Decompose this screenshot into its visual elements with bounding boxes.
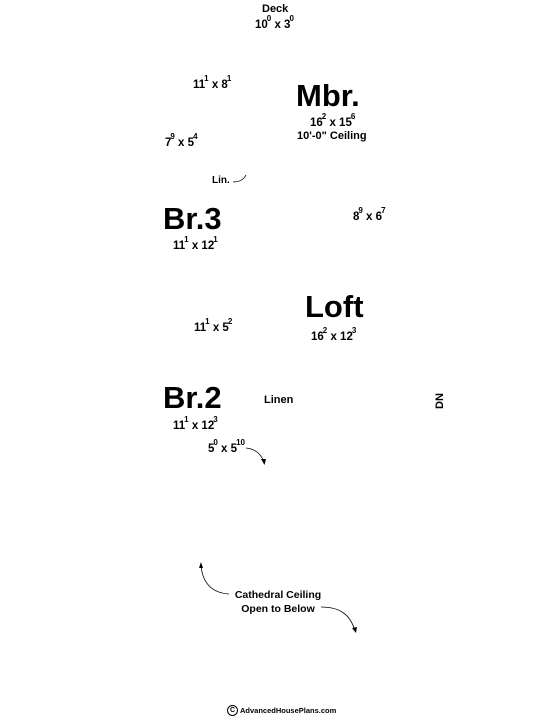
hall-small-width-in: 1 (205, 316, 210, 326)
hall-small-dimensions: 111 x 52 (194, 316, 233, 334)
bath-right-dimensions: 89 x 67 (353, 205, 386, 223)
br2-dimensions: 111 x 123 (173, 414, 218, 432)
mbr-dimensions: 162 x 156 (310, 111, 356, 129)
bath-right-depth-ft: 6 (375, 211, 383, 223)
loft-dimensions: 162 x 123 (311, 325, 357, 343)
br3-dimensions: 111 x 121 (173, 234, 218, 252)
footer-site: AdvancedHousePlans.com (240, 706, 337, 715)
copyright-symbol: C (227, 705, 238, 716)
cathedral-leader-arrow-down (320, 606, 356, 632)
cathedral-leader-arrowhead-up (199, 562, 203, 568)
closet-small-width-in: 0 (213, 437, 218, 447)
deck-depth-in: 0 (289, 13, 294, 23)
cathedral-leader-arrow-up (200, 565, 230, 595)
deck-dimensions: 100 x 30 (255, 13, 294, 31)
cathedral-ceiling-line1: Cathedral Ceiling (234, 589, 322, 601)
mbr-ceiling-note: 10'-0" Ceiling (297, 130, 367, 142)
loft-room-name: Loft (305, 289, 364, 324)
loft-width-ft: 16 (311, 331, 324, 343)
mbr-width-in: 2 (321, 111, 327, 121)
closet-small-depth-in: 10 (236, 437, 245, 447)
loft-depth-in: 3 (351, 325, 357, 335)
br2-room-name: Br.2 (163, 380, 222, 415)
mbr-closet-width-in: 1 (204, 73, 209, 83)
br2-depth-in: 3 (213, 414, 218, 424)
br3-width-in: 1 (184, 234, 189, 244)
deck-room-name: Deck (262, 3, 289, 15)
closet-small-width-ft: 5 (208, 443, 215, 455)
mbr-closet-depth-in: 1 (226, 73, 232, 83)
lin-label: Lin. (212, 175, 230, 186)
br3-room-name: Br.3 (163, 201, 222, 236)
mbr-closet-dimensions: 111 x 81 (193, 73, 232, 91)
mbr-depth-ft: 15 (339, 117, 352, 129)
br2-width-ft: 11 (173, 420, 186, 432)
cathedral-ceiling-line2: Open to Below (241, 602, 315, 615)
closet-leader-arrow (245, 447, 265, 464)
mbr-closet-depth-ft: 8 (221, 79, 228, 91)
bath-right-width-ft: 8 (353, 211, 360, 223)
cathedral-ceiling-note: Cathedral Ceiling Open to Below (230, 589, 326, 616)
deck-depth-ft: 3 (284, 19, 291, 31)
bath-small-depth-ft: 5 (187, 137, 195, 149)
closet-small-dimensions: 50 x 510 (208, 437, 245, 455)
br3-depth-ft: 12 (201, 240, 215, 252)
closet-leader-arrowhead (261, 459, 266, 465)
br3-depth-in: 1 (213, 234, 218, 244)
hall-small-depth-in: 2 (227, 316, 233, 326)
closet-small-depth-ft: 5 (230, 443, 238, 455)
mbr-room-name: Mbr. (296, 78, 360, 113)
hall-small-depth-ft: 5 (222, 322, 229, 334)
linen-label: Linen (264, 394, 294, 406)
br2-depth-ft: 12 (201, 420, 215, 432)
br2-width-in: 1 (184, 414, 189, 424)
bath-small-width-in: 9 (170, 131, 175, 141)
bath-small-depth-in: 4 (193, 131, 198, 141)
loft-depth-ft: 12 (340, 331, 353, 343)
hall-small-width-ft: 11 (194, 322, 207, 334)
cathedral-leader-arrowhead-down (352, 627, 357, 633)
loft-width-in: 2 (322, 325, 328, 335)
mbr-depth-in: 6 (350, 111, 356, 121)
mbr-closet-width-ft: 11 (193, 79, 206, 91)
bath-right-width-in: 9 (358, 205, 363, 215)
bath-small-width-ft: 7 (165, 137, 172, 149)
copyright-footer: C AdvancedHousePlans.com (227, 705, 336, 716)
deck-width-in: 0 (266, 13, 272, 23)
mbr-width-ft: 16 (310, 117, 323, 129)
deck-width-ft: 10 (255, 19, 268, 31)
lin-leader-arrow (232, 174, 247, 183)
br3-width-ft: 11 (173, 240, 186, 252)
bath-small-dimensions: 79 x 54 (165, 131, 198, 149)
bath-right-depth-in: 7 (381, 205, 386, 215)
